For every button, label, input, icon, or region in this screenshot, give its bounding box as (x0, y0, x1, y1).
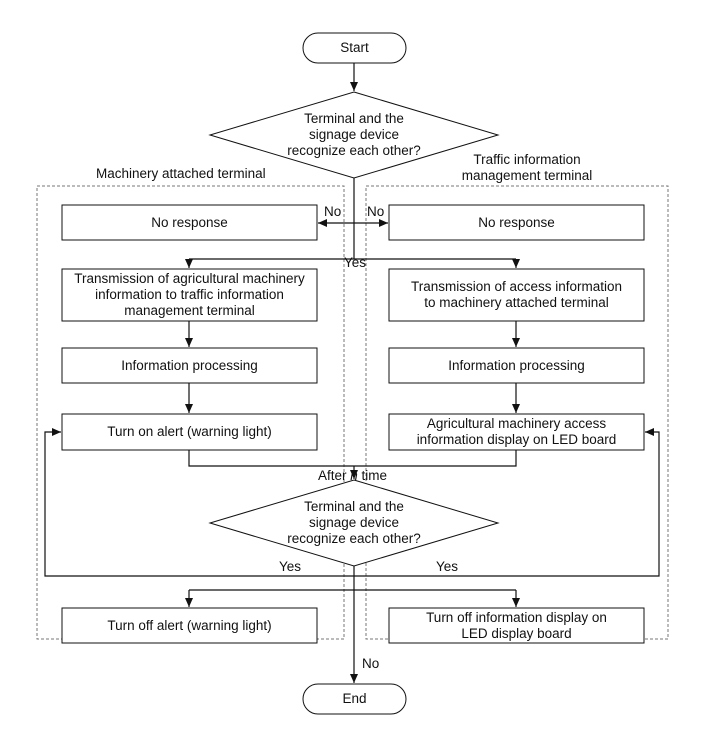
left-alert-on: Turn on alert (warning light) (107, 424, 272, 439)
right-display-on: Agricultural machinery access informatio… (416, 416, 617, 447)
right-group-title: Traffic information management terminal (461, 152, 593, 183)
edge-label-yes-right: Yes (436, 559, 459, 574)
left-no-response-shape (61, 204, 318, 241)
right-group-region (365, 185, 669, 640)
right-transmission: Transmission of access information to ma… (410, 279, 623, 310)
right-display-on-shape (388, 413, 645, 451)
after-suffix: time (357, 468, 388, 483)
decision-bottom: Terminal and the signage device recogniz… (287, 499, 421, 546)
start-node: Start (340, 40, 369, 55)
right-no-response-shape (388, 204, 645, 241)
left-group-title: Machinery attached terminal (96, 166, 266, 181)
edge-label-yes-top: Yes (344, 255, 367, 270)
left-alert-off: Turn off alert (warning light) (107, 617, 272, 633)
right-processing: Information processing (448, 357, 585, 373)
edge-loop-right (354, 428, 660, 577)
left-transmission-shape (61, 268, 318, 322)
left-transmission: Transmission of agricultural machinery i… (74, 271, 305, 318)
left-alert-off-shape (61, 607, 318, 644)
edge-label-no-left: No (324, 204, 342, 219)
end-node: End (342, 691, 367, 706)
edge-label-no-right: No (367, 204, 385, 219)
left-alert-on-shape (61, 413, 318, 451)
left-processing: Information processing (121, 357, 258, 373)
after-prefix: After (318, 468, 351, 483)
right-display-off-shape (388, 607, 645, 644)
right-display-off: Turn off information display on LED disp… (426, 609, 607, 641)
left-no-response: No response (151, 214, 228, 230)
after-variable: n (350, 468, 358, 483)
decision-top: Terminal and the signage device recogniz… (287, 111, 421, 158)
right-no-response: No response (478, 214, 555, 230)
edge-label-no-bottom: No (362, 656, 380, 671)
edge-label-yes-left: Yes (279, 559, 302, 574)
edge-label-after-n-time: After n time (318, 452, 387, 484)
edge-merge-after-n-time (188, 450, 517, 467)
right-transmission-shape (388, 268, 645, 322)
edge-loop-left (44, 428, 354, 577)
end-node-shape (302, 683, 407, 715)
